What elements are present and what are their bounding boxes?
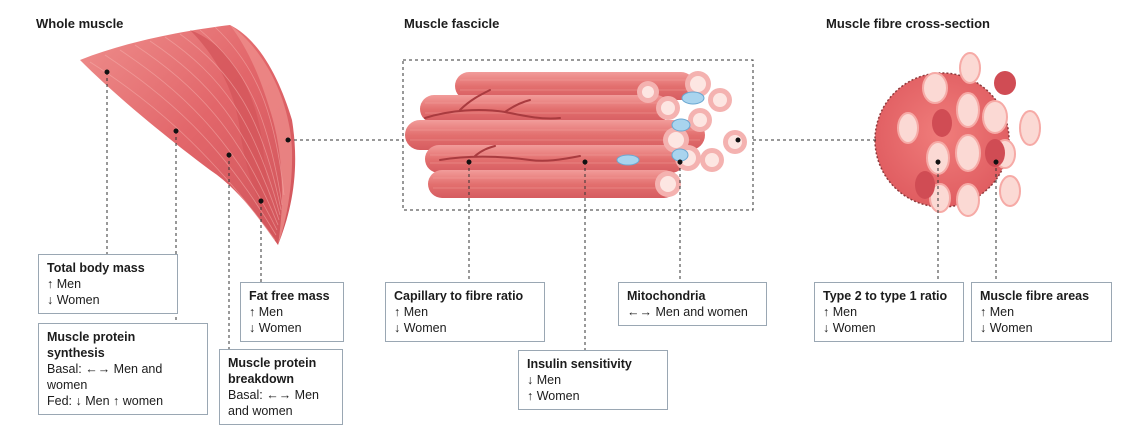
type-ratio-title: Type 2 to type 1 ratio [823,289,948,303]
insulin-sensitivity-women: ↑ Women [527,389,580,403]
protein-breakdown-basal: Basal: ←→ Men [228,388,320,402]
mitochondria-value: ←→ Men and women [627,305,748,319]
protein-breakdown-title-1: Muscle protein [228,356,317,370]
muscle-fascicle-title: Muscle fascicle [404,16,500,31]
fat-free-mass-women: ↓ Women [249,321,302,335]
whole-muscle-title: Whole muscle [36,16,124,31]
total-body-mass-women: ↓ Women [47,293,100,307]
insulin-sensitivity-title: Insulin sensitivity [527,357,632,371]
fibre-areas-men: ↑ Men [980,305,1015,319]
protein-synthesis-title-2: synthesis [47,346,105,360]
fibre-areas-title: Muscle fibre areas [980,289,1090,303]
type-ratio-women: ↓ Women [823,321,876,335]
protein-synthesis-title-1: Muscle protein [47,330,136,344]
total-body-mass-title: Total body mass [47,261,145,275]
insulin-sensitivity-men: ↓ Men [527,373,562,387]
protein-breakdown-basal-cont: and women [228,404,293,418]
fascicle-illustration [405,71,747,198]
protein-breakdown-box: Muscle protein breakdown Basal: ←→ Men a… [219,349,343,425]
total-body-mass-men: ↑ Men [47,277,82,291]
protein-synthesis-basal: Basal: ←→ Men and [47,362,163,376]
mitochondria-title: Mitochondria [627,289,706,303]
fat-free-mass-title: Fat free mass [249,289,330,303]
cross-section-illustration [874,52,1041,217]
capillary-ratio-box: Capillary to fibre ratio ↑ Men ↓ Women [385,282,545,342]
cross-section-title: Muscle fibre cross-section [826,16,990,31]
total-body-mass-box: Total body mass ↑ Men ↓ Women [38,254,178,314]
capillary-ratio-title: Capillary to fibre ratio [394,289,524,303]
type-ratio-box: Type 2 to type 1 ratio ↑ Men ↓ Women [814,282,964,342]
capillary-ratio-men: ↑ Men [394,305,429,319]
fat-free-mass-box: Fat free mass ↑ Men ↓ Women [240,282,344,342]
insulin-sensitivity-box: Insulin sensitivity ↓ Men ↑ Women [518,350,668,410]
protein-synthesis-basal-cont: women [47,378,88,392]
type-ratio-men: ↑ Men [823,305,858,319]
fibre-areas-women: ↓ Women [980,321,1033,335]
protein-breakdown-title-2: breakdown [228,372,294,386]
capillary-ratio-women: ↓ Women [394,321,447,335]
fat-free-mass-men: ↑ Men [249,305,284,319]
fibre-areas-box: Muscle fibre areas ↑ Men ↓ Women [971,282,1112,342]
protein-synthesis-fed: Fed: ↓ Men ↑ women [47,394,164,408]
protein-synthesis-box: Muscle protein synthesis Basal: ←→ Men a… [38,323,208,415]
mitochondria-box: Mitochondria ←→ Men and women [618,282,767,326]
whole-muscle-illustration [80,25,296,245]
